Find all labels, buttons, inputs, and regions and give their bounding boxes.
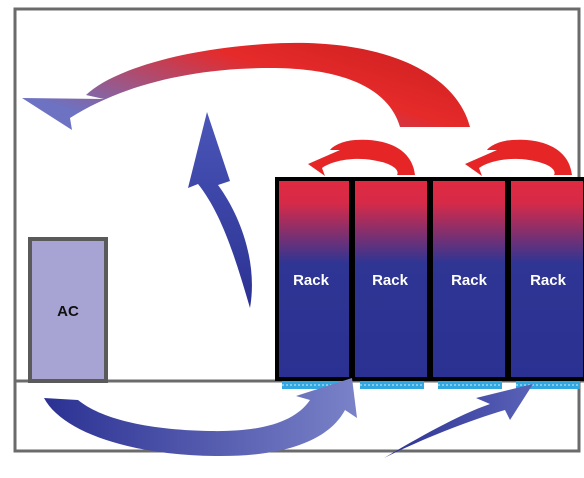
cold-air-supply-arrow-2 xyxy=(384,384,533,458)
rack-label: Rack xyxy=(372,272,409,289)
cold-air-supply-arrow xyxy=(44,378,357,457)
rack-label: Rack xyxy=(451,272,488,289)
rack-label: Rack xyxy=(530,272,567,289)
hot-exhaust-arrow-2 xyxy=(465,139,572,176)
hot-air-return-arrow xyxy=(22,42,470,130)
floor-vents xyxy=(282,381,580,389)
hot-exhaust-arrow-1 xyxy=(308,139,415,176)
rack-3 xyxy=(429,177,509,381)
rack-4 xyxy=(507,177,584,381)
ac-label: AC xyxy=(57,303,79,320)
warm-air-rising-arrow xyxy=(188,112,252,308)
rack-label: Rack xyxy=(293,272,330,289)
ac-unit xyxy=(28,237,108,383)
rack-group: Rack Rack Rack Rack xyxy=(275,177,584,381)
rack-2 xyxy=(351,177,431,381)
